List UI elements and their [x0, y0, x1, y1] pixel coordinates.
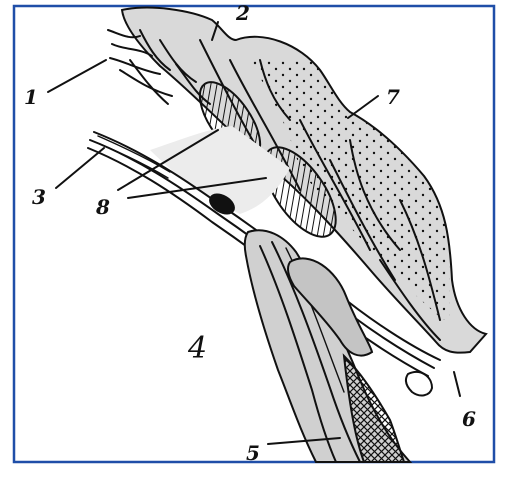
- label-6: 6: [462, 407, 476, 431]
- label-2: 2: [235, 1, 250, 25]
- label-8: 8: [95, 195, 110, 219]
- label-5: 5: [246, 441, 260, 465]
- label-7: 7: [386, 85, 400, 109]
- label-3: 3: [32, 185, 46, 209]
- label-1: 1: [24, 85, 38, 109]
- label-4: 4: [187, 331, 207, 366]
